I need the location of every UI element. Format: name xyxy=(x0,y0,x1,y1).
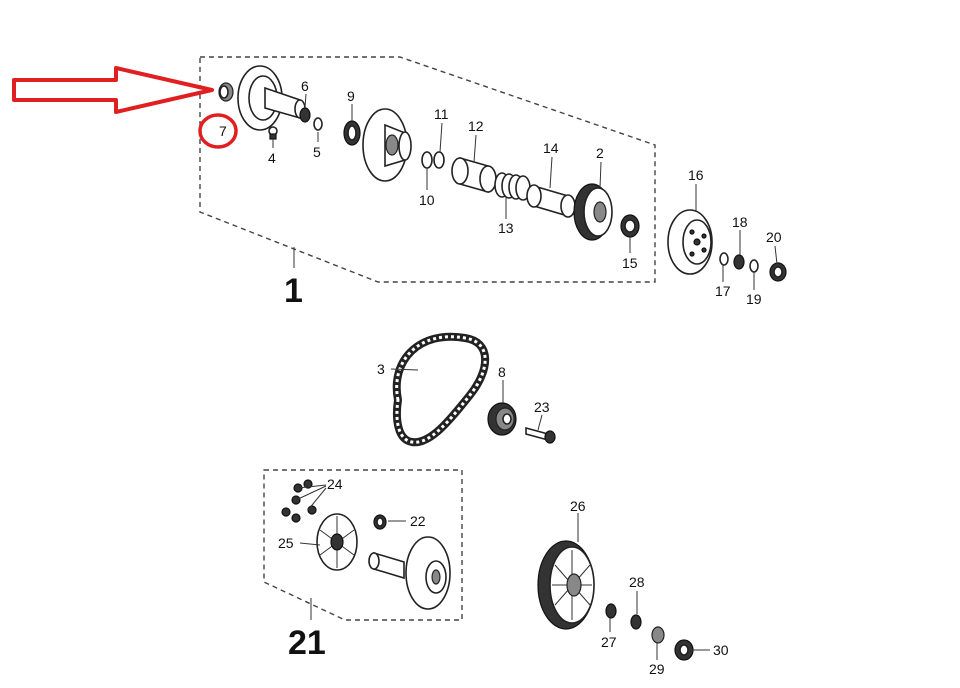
part-26-fan-pulley xyxy=(537,540,595,630)
part-23-bolt xyxy=(525,426,556,444)
part-19-washer xyxy=(749,259,759,273)
label-part-14: 14 xyxy=(543,140,559,156)
label-part-30: 30 xyxy=(713,642,729,658)
label-part-6: 6 xyxy=(301,78,309,94)
part-4-pin xyxy=(268,126,278,140)
label-part-26: 26 xyxy=(570,498,586,514)
label-part-20: 20 xyxy=(766,229,782,245)
part-30-nut xyxy=(674,639,694,661)
part-9-seal-inner xyxy=(347,125,357,141)
part-8-bearing xyxy=(487,402,517,436)
part-12-collar xyxy=(451,156,497,194)
part-14-sleeve xyxy=(526,184,576,218)
part-2-clutch xyxy=(573,183,613,241)
label-part-23: 23 xyxy=(534,399,550,415)
part-29-washer xyxy=(651,626,665,644)
label-part-7: 7 xyxy=(219,123,227,139)
label-part-25: 25 xyxy=(278,535,294,551)
part-20-nut xyxy=(769,262,787,282)
part-27-washer xyxy=(605,603,617,619)
label-part-9: 9 xyxy=(347,88,355,104)
label-part-12: 12 xyxy=(468,118,484,134)
part-17-washer xyxy=(719,252,729,266)
label-part-2: 2 xyxy=(596,145,604,161)
assembly-21-boundary xyxy=(263,469,463,621)
label-part-27: 27 xyxy=(601,634,617,650)
label-part-5: 5 xyxy=(313,144,321,160)
part-22-collar xyxy=(373,514,387,530)
assembly-label-21: 21 xyxy=(288,624,326,662)
label-part-29: 29 xyxy=(649,661,665,677)
label-part-18: 18 xyxy=(732,214,748,230)
highlight-arrow-icon xyxy=(12,66,214,114)
part-3-belt xyxy=(392,332,490,447)
part-5-clip xyxy=(313,117,323,131)
assembly-1-boundary xyxy=(199,56,656,283)
highlight-circle-icon xyxy=(198,113,238,149)
label-part-4: 4 xyxy=(268,150,276,166)
label-part-13: 13 xyxy=(498,220,514,236)
part-pulley-face xyxy=(362,108,412,182)
label-part-11: 11 xyxy=(434,106,449,122)
part-28-washer xyxy=(630,614,642,630)
part-10-oring xyxy=(421,151,433,169)
part-15-nut-inner xyxy=(624,219,636,233)
part-11-oring xyxy=(433,151,445,169)
leader-lines xyxy=(272,93,778,660)
label-part-16: 16 xyxy=(688,167,704,183)
label-part-19: 19 xyxy=(746,291,762,307)
label-part-28: 28 xyxy=(629,574,645,590)
part-18-washer xyxy=(733,254,745,270)
label-part-8: 8 xyxy=(498,364,506,380)
part-7-bushing xyxy=(218,82,234,102)
label-part-22: 22 xyxy=(410,513,426,529)
label-part-17: 17 xyxy=(715,283,731,299)
assembly-label-1: 1 xyxy=(284,272,303,310)
part-variator-pulley xyxy=(405,536,451,610)
label-part-15: 15 xyxy=(622,255,638,271)
label-part-10: 10 xyxy=(419,192,435,208)
part-6-ring xyxy=(299,107,311,123)
part-13-spring xyxy=(494,172,531,201)
label-part-3: 3 xyxy=(377,361,385,377)
part-25-ramp-plate xyxy=(316,513,358,571)
part-sheave-front xyxy=(237,65,306,131)
label-part-24: 24 xyxy=(327,476,343,492)
part-16-bell xyxy=(667,209,713,275)
part-variator-shaft xyxy=(368,551,405,580)
